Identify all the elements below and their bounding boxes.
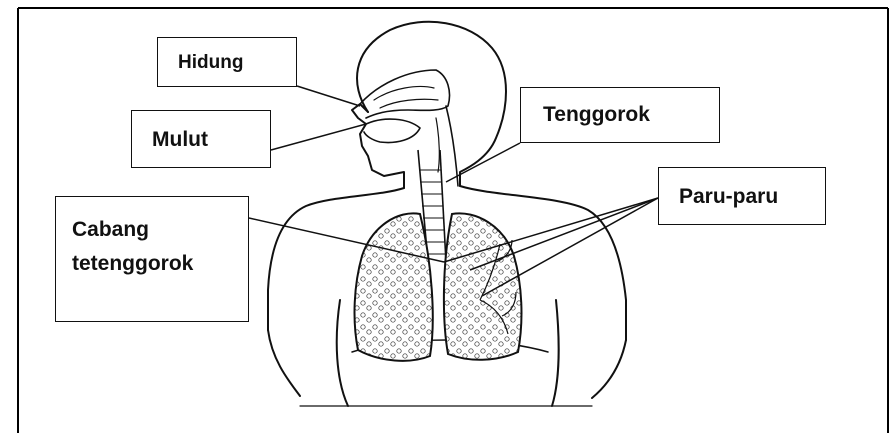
leader-mulut: [271, 124, 366, 150]
label-tenggorok: Tenggorok: [520, 87, 720, 143]
right-lung: [444, 213, 522, 359]
label-paru-paru: Paru-paru: [658, 167, 826, 225]
mouth-cavity: [364, 119, 420, 142]
label-tenggorok-text: Tenggorok: [543, 100, 719, 130]
label-cabang-line2: tetenggorok: [72, 247, 248, 281]
spine: [446, 106, 458, 186]
label-mulut: Mulut: [131, 110, 271, 168]
label-mulut-text: Mulut: [152, 125, 270, 155]
leader-tenggorok: [446, 143, 520, 182]
torso-right: [552, 300, 559, 406]
label-hidung-text: Hidung: [178, 49, 296, 77]
face-profile: [352, 104, 404, 188]
label-paru-paru-text: Paru-paru: [679, 182, 825, 212]
label-hidung: Hidung: [157, 37, 297, 87]
left-lung: [355, 213, 433, 360]
chest-left: [268, 330, 300, 396]
nasal-cavity: [360, 70, 450, 118]
label-cabang-line1: Cabang: [72, 213, 248, 247]
torso-left: [337, 300, 348, 406]
leader-hidung: [297, 86, 360, 106]
chest-right: [592, 340, 626, 398]
label-cabang-tetenggorok: Cabang tetenggorok: [55, 196, 249, 322]
